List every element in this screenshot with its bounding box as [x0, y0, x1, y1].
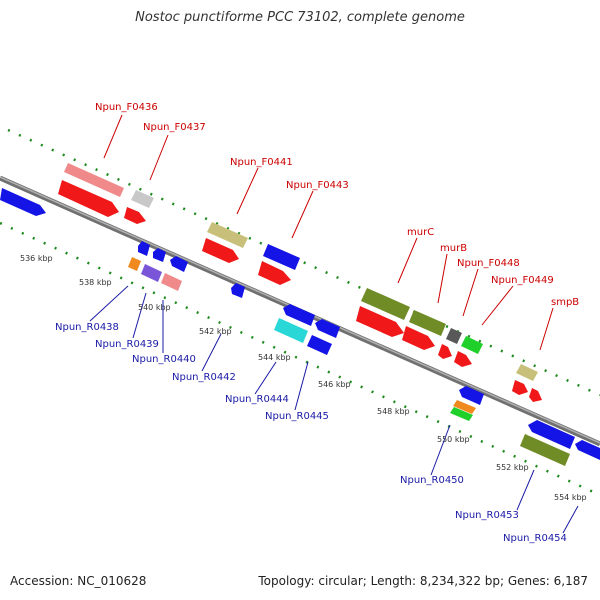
gene-feature[interactable]: [461, 336, 483, 354]
gene-label: Npun_F0436: [95, 102, 158, 113]
gene-feature[interactable]: [529, 388, 542, 402]
gene-label: Npun_R0438: [55, 322, 119, 333]
gene-feature[interactable]: [520, 434, 570, 466]
scale-label: 538 kbp: [79, 278, 112, 287]
gene-label: Npun_F0441: [230, 157, 293, 168]
gene-feature[interactable]: [138, 241, 150, 256]
scale-label: 540 kbp: [138, 303, 171, 312]
gene-label: murC: [407, 227, 434, 238]
gene-label: Npun_F0443: [286, 180, 349, 191]
gene-feature[interactable]: [356, 306, 404, 337]
gene-label: Npun_R0453: [455, 510, 519, 521]
scale-label: 536 kbp: [20, 254, 53, 263]
topology-text: Topology: circular; Length: 8,234,322 bp…: [258, 574, 588, 588]
gene-feature[interactable]: [128, 257, 141, 271]
gene-feature[interactable]: [446, 328, 462, 344]
gene-feature[interactable]: [453, 400, 476, 414]
gene-feature[interactable]: [315, 319, 340, 338]
gene-label: Npun_F0449: [491, 275, 554, 286]
gene-feature[interactable]: [124, 207, 146, 224]
gene-feature[interactable]: [58, 180, 119, 217]
gene-feature[interactable]: [131, 190, 154, 208]
gene-label: Npun_R0444: [225, 394, 289, 405]
map-title: Nostoc punctiforme PCC 73102, complete g…: [135, 10, 465, 25]
gene-feature[interactable]: [459, 386, 484, 405]
gene-feature[interactable]: [161, 273, 182, 291]
gene-label: Npun_R0440: [132, 354, 196, 365]
gene-feature[interactable]: [263, 244, 300, 270]
gene-label: Npun_R0445: [265, 411, 329, 422]
scale-label: 548 kbp: [377, 407, 410, 416]
gene-feature[interactable]: [141, 264, 162, 282]
scale-label: 552 kbp: [496, 463, 529, 472]
gene-feature[interactable]: [454, 351, 472, 367]
gene-feature[interactable]: [170, 256, 188, 272]
gene-feature[interactable]: [274, 318, 308, 343]
gene-label: Npun_R0442: [172, 372, 236, 383]
gene-label: smpB: [551, 297, 579, 308]
lower-tick-track: [0, 221, 600, 497]
scale-label: 554 kbp: [554, 493, 587, 502]
gene-label: Npun_R0454: [503, 533, 567, 544]
gene-label: Npun_F0448: [457, 258, 520, 269]
gene-features: [0, 163, 600, 466]
accession-text: Accession: NC_010628: [10, 574, 147, 588]
gene-feature[interactable]: [512, 380, 528, 395]
gene-label: Npun_F0437: [143, 122, 206, 133]
scale-label: 542 kbp: [199, 327, 232, 336]
gene-feature[interactable]: [231, 283, 245, 298]
gene-feature[interactable]: [361, 288, 410, 320]
gene-feature[interactable]: [283, 304, 315, 326]
upper-tick-track: [7, 128, 600, 397]
gene-feature[interactable]: [64, 163, 124, 197]
gene-feature[interactable]: [409, 310, 446, 336]
gene-feature[interactable]: [207, 222, 248, 248]
gene-label: Npun_R0450: [400, 475, 464, 486]
gene-feature[interactable]: [575, 440, 600, 460]
gene-feature[interactable]: [438, 344, 452, 359]
gene-feature[interactable]: [450, 407, 473, 421]
scale-label: 550 kbp: [437, 435, 470, 444]
gene-feature[interactable]: [402, 326, 435, 350]
scale-label: 546 kbp: [318, 380, 351, 389]
scale-label: 544 kbp: [258, 353, 291, 362]
gene-feature[interactable]: [516, 364, 538, 381]
gene-feature[interactable]: [307, 335, 332, 355]
gene-label: Npun_R0439: [95, 339, 159, 350]
gene-feature[interactable]: [0, 188, 46, 216]
gene-feature[interactable]: [202, 238, 239, 263]
gene-feature[interactable]: [153, 248, 166, 262]
gene-feature[interactable]: [528, 420, 575, 449]
gene-feature[interactable]: [258, 261, 291, 285]
gene-label: murB: [440, 243, 467, 254]
